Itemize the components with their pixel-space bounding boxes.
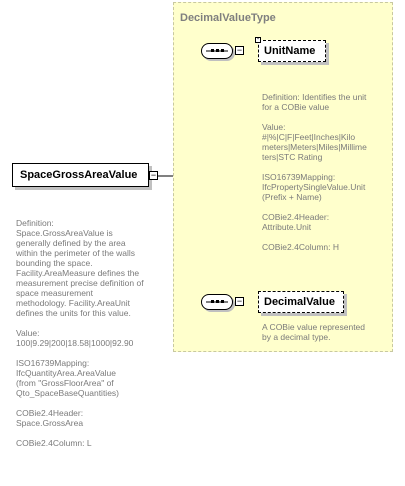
root-collapse-icon[interactable]: − xyxy=(149,170,158,180)
unitname-element-box[interactable]: UnitName xyxy=(258,40,326,62)
type-title: DecimalValueType xyxy=(180,12,276,24)
decimalvalue-label: DecimalValue xyxy=(264,296,335,308)
decimalvalue-element-box[interactable]: DecimalValue xyxy=(258,291,344,313)
decimalvalue-documentation: A COBie value represented by a decimal t… xyxy=(262,322,366,342)
root-element-box[interactable]: SpaceGrossAreaValue xyxy=(12,163,149,187)
sequence-collapse-icon[interactable]: − xyxy=(235,45,244,55)
sequence-collapse-icon-2[interactable]: − xyxy=(235,296,244,306)
root-documentation: Definition: Space.GrossAreaValue is gene… xyxy=(16,218,144,448)
unitname-label: UnitName xyxy=(264,45,316,57)
sequence-compositor-icon xyxy=(201,43,233,59)
root-element-label: SpaceGrossAreaValue xyxy=(20,169,138,181)
sequence-compositor-icon-2 xyxy=(201,294,233,310)
unitname-documentation: Definition: Identifies the unit for a CO… xyxy=(262,92,367,252)
attribute-marker-icon: - xyxy=(255,36,261,43)
